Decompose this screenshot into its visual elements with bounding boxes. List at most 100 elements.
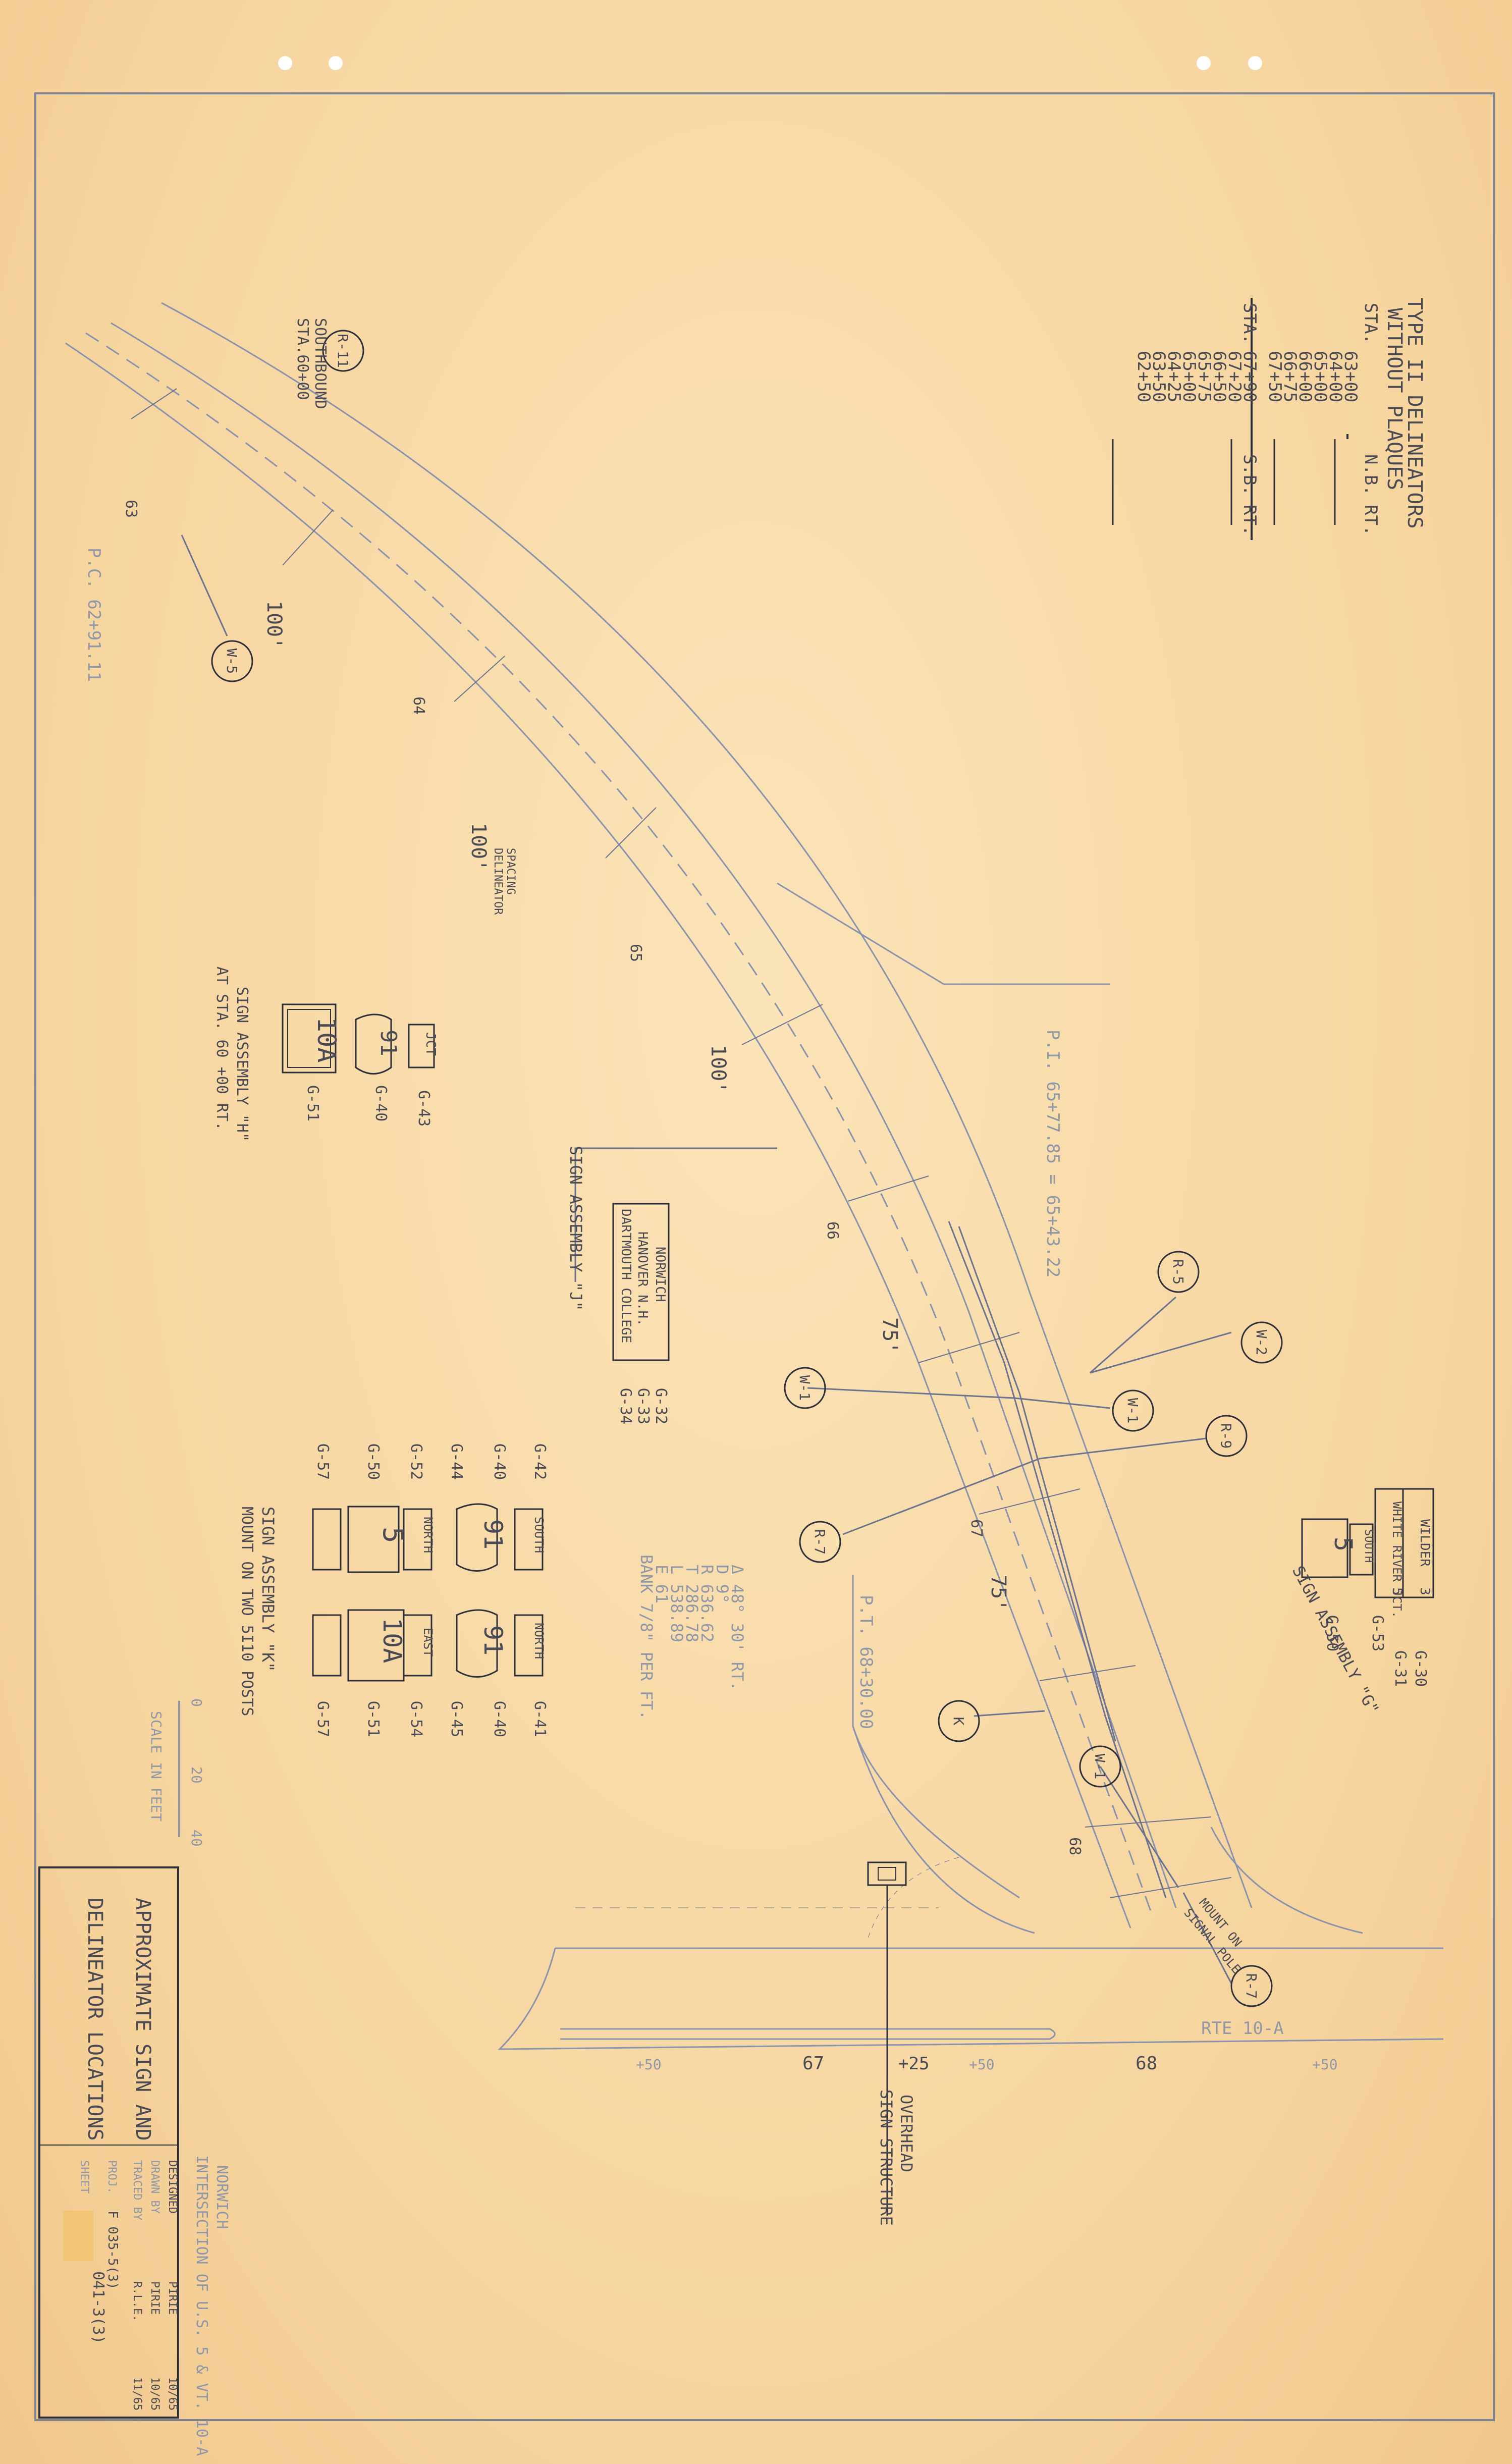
roadway bbox=[65, 302, 1444, 2050]
rte-label: RTE 10-A bbox=[1201, 2018, 1284, 2039]
svg-text:10/65: 10/65 bbox=[148, 2377, 161, 2411]
curve-l: L 538.89 bbox=[667, 1565, 686, 1642]
svg-text:91: 91 bbox=[478, 1519, 508, 1549]
station-64: 64 bbox=[410, 697, 427, 715]
delineator-spacing-2: SPACING bbox=[504, 848, 517, 895]
svg-text:20: 20 bbox=[188, 1766, 205, 1784]
svg-text:10A: 10A bbox=[312, 1017, 341, 1062]
svg-text:10A: 10A bbox=[377, 1618, 407, 1663]
svg-text:G-43: G-43 bbox=[415, 1090, 433, 1127]
base-68: 68 bbox=[1136, 2053, 1157, 2074]
svg-text:SHEET: SHEET bbox=[78, 2160, 90, 2193]
svg-text:G-51: G-51 bbox=[364, 1701, 382, 1737]
sign-assembly-g: WILDER 3 WHITE RIVER JCT. 5 SOUTH 5 G-30… bbox=[1288, 1488, 1434, 1718]
svg-text:PIRIE: PIRIE bbox=[148, 2281, 161, 2315]
nb-row: 66+75 bbox=[1280, 351, 1300, 402]
svg-text:G-31: G-31 bbox=[1391, 1650, 1409, 1687]
station-points: P.C. 62+91.11 P.I. 65+77.85 = 65+43.22 P… bbox=[84, 548, 1284, 2039]
svg-text:R.L.E.: R.L.E. bbox=[131, 2281, 143, 2321]
marker-r5: R-5 bbox=[1157, 1251, 1200, 1293]
svg-text:5: 5 bbox=[1389, 1587, 1405, 1595]
svg-text:G-30: G-30 bbox=[1412, 1650, 1429, 1687]
sb-rows: 67+90 67+20 66+50 65+75 65+00 64+25 63+5… bbox=[1133, 351, 1260, 402]
svg-text:R-9: R-9 bbox=[1218, 1423, 1234, 1449]
spacing-100a: 100' bbox=[262, 601, 286, 649]
scale-bar: SCALE IN FEET 0 20 40 bbox=[148, 1698, 205, 1847]
sb-row: 66+50 bbox=[1209, 351, 1229, 402]
sb-row: 64+25 bbox=[1164, 351, 1184, 402]
project-name: INTERSECTION OF U.S. 5 & VT. 10-A bbox=[193, 2155, 210, 2456]
svg-text:G-40: G-40 bbox=[372, 1085, 390, 1121]
marker-w1c: W-1 bbox=[1079, 1745, 1121, 1788]
svg-text:TRACED BY: TRACED BY bbox=[131, 2160, 143, 2220]
svg-text:W-2: W-2 bbox=[1253, 1330, 1270, 1356]
table-col-nb: N.B. bbox=[1361, 454, 1381, 496]
svg-text:G-45: G-45 bbox=[448, 1701, 465, 1737]
svg-text:G-53: G-53 bbox=[1369, 1615, 1386, 1651]
svg-text:G-50: G-50 bbox=[364, 1443, 382, 1480]
svg-text:G-52: G-52 bbox=[407, 1443, 425, 1480]
marker-k: K bbox=[938, 1700, 980, 1742]
svg-text:SIGN STRUCTURE: SIGN STRUCTURE bbox=[877, 2090, 896, 2226]
nb-row: 66+00 bbox=[1295, 351, 1315, 402]
nb-row: 67+50 bbox=[1265, 351, 1285, 402]
svg-text:G-33: G-33 bbox=[634, 1388, 652, 1424]
pt-label: P.T. 68+30.00 bbox=[856, 1595, 876, 1729]
spacing-100b: 100' bbox=[467, 823, 490, 871]
title-block: APPROXIMATE SIGN AND DELINEATOR LOCATION… bbox=[38, 1866, 231, 2456]
sheet-border bbox=[34, 92, 1495, 2421]
svg-text:W-5: W-5 bbox=[224, 649, 240, 674]
spacing-100c: 100' bbox=[707, 1045, 730, 1093]
svg-text:W-1: W-1 bbox=[1092, 1754, 1108, 1780]
svg-text:SOUTHBOUND: SOUTHBOUND bbox=[311, 318, 329, 409]
svg-text:G-57: G-57 bbox=[314, 1443, 332, 1480]
svg-text:SIGN ASSEMBLY "H": SIGN ASSEMBLY "H" bbox=[233, 987, 251, 1142]
table-col-sb: S.B. bbox=[1239, 454, 1260, 496]
base-67: 67 bbox=[802, 2053, 824, 2074]
title-line-2: DELINEATOR LOCATIONS bbox=[83, 1898, 106, 2141]
title-line-1: APPROXIMATE SIGN AND bbox=[131, 1898, 154, 2141]
sign-markers: R-11 W-5 R-5 W-2 W-1 W-1 R-9 R-7 K W-1 R… bbox=[211, 330, 1283, 2007]
svg-text:10/65: 10/65 bbox=[166, 2377, 179, 2411]
nb-rows: 63+00 64+00 65+00 66+00 66+75 67+50 bbox=[1265, 351, 1361, 402]
sign-assembly-j: NORWICH HANOVER N.H. DARTMOUTH COLLEGE G… bbox=[566, 1146, 777, 1424]
svg-text:G-44: G-44 bbox=[448, 1443, 465, 1480]
sb-row: 65+75 bbox=[1194, 351, 1214, 402]
sb-row: 67+90 bbox=[1239, 351, 1260, 402]
svg-text:HANOVER N.H.: HANOVER N.H. bbox=[635, 1231, 650, 1326]
signal-pole-note: MOUNT ON SIGNAL POLE bbox=[1181, 1896, 1245, 1976]
table-col-rt1: RT. bbox=[1361, 505, 1381, 535]
station-66: 66 bbox=[824, 1221, 841, 1240]
svg-text:40: 40 bbox=[188, 1830, 205, 1847]
delineator-spacing-1: DELINEATOR bbox=[492, 848, 504, 915]
svg-text:PROJ.: PROJ. bbox=[105, 2160, 118, 2193]
svg-text:SOUTH: SOUTH bbox=[532, 1517, 546, 1553]
marker-w2: W-2 bbox=[1240, 1321, 1283, 1364]
marker-w1b: W-1 bbox=[1112, 1389, 1154, 1432]
table-title-1: TYPE II DELINEATORS bbox=[1403, 298, 1426, 529]
svg-text:PIRIE: PIRIE bbox=[166, 2281, 179, 2315]
svg-text:G-50: G-50 bbox=[1323, 1615, 1341, 1651]
marker-leaders bbox=[181, 534, 1232, 1984]
sb-row: 65+00 bbox=[1179, 351, 1199, 402]
svg-text:11/65: 11/65 bbox=[131, 2377, 143, 2411]
nb-row: 65+00 bbox=[1310, 351, 1330, 402]
svg-text:5: 5 bbox=[1329, 1537, 1357, 1551]
svg-text:SIGN ASSEMBLY "K": SIGN ASSEMBLY "K" bbox=[258, 1507, 278, 1672]
marker-w1a: W-1 bbox=[784, 1367, 826, 1409]
svg-text:AT STA. 60 +00 RT.: AT STA. 60 +00 RT. bbox=[213, 967, 231, 1131]
svg-text:DRAWN BY: DRAWN BY bbox=[148, 2160, 161, 2214]
svg-text:SIGN ASSEMBLY "J": SIGN ASSEMBLY "J" bbox=[566, 1146, 585, 1311]
marker-w5: W-5 bbox=[211, 640, 253, 682]
marker-r9: R-9 bbox=[1205, 1415, 1248, 1457]
svg-text:G-34: G-34 bbox=[617, 1388, 634, 1424]
station-labels: 63 64 65 66 67 68 bbox=[122, 500, 1084, 1855]
svg-text:G-51: G-51 bbox=[304, 1085, 321, 1121]
svg-text:G-41: G-41 bbox=[531, 1701, 549, 1737]
curve-data: Δ 48° 30' RT. D 9° R 636.62 T 286.78 L 5… bbox=[637, 1555, 747, 1720]
svg-text:91: 91 bbox=[478, 1625, 508, 1655]
curve-bank: BANK 7/8" PER FT. bbox=[637, 1555, 656, 1720]
station-ticks bbox=[131, 388, 1232, 1898]
base-plus50a: +50 bbox=[636, 2056, 662, 2073]
